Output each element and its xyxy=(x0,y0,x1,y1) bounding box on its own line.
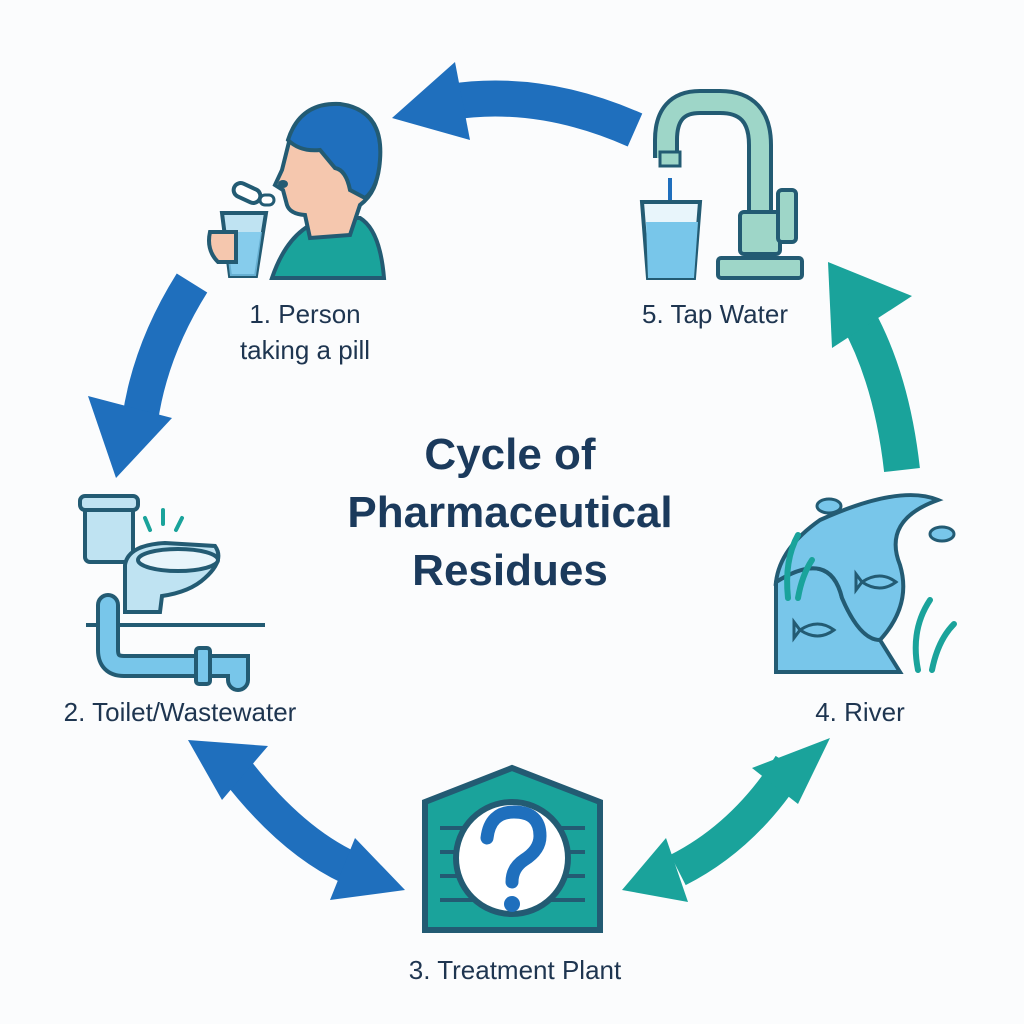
toilet-icon xyxy=(78,494,265,692)
node-label-tap-water: 5. Tap Water xyxy=(610,296,820,332)
label-line: taking a pill xyxy=(239,335,371,365)
arrow-person-to-toilet xyxy=(88,273,208,478)
node-label-river: 4. River xyxy=(780,694,940,730)
label-line: 3. Treatment Plant xyxy=(408,955,622,985)
arrow-plant-river xyxy=(622,738,830,902)
node-label-toilet: 2. Toilet/Wastewater xyxy=(10,694,350,730)
arrow-river-to-tap xyxy=(828,262,920,473)
label-line: 5. Tap Water xyxy=(642,299,788,329)
label-line: 1. Person xyxy=(249,299,361,329)
title-line: Cycle of xyxy=(424,430,596,479)
label-line: 2. Toilet/Wastewater xyxy=(63,697,297,727)
river-icon xyxy=(773,493,957,674)
arrow-toilet-plant xyxy=(188,740,405,900)
arrow-tap-to-person xyxy=(392,62,643,147)
person-taking-pill-icon xyxy=(207,101,387,280)
node-label-treatment-plant: 3. Treatment Plant xyxy=(350,952,680,988)
title-line: Pharmaceutical xyxy=(347,488,673,537)
node-label-person: 1. Person taking a pill xyxy=(205,296,405,368)
treatment-plant-question-icon xyxy=(422,764,603,933)
tap-water-icon xyxy=(639,89,804,280)
label-line: 4. River xyxy=(815,697,905,727)
title-line: Residues xyxy=(412,546,608,595)
diagram-title: Cycle of Pharmaceutical Residues xyxy=(300,426,720,600)
